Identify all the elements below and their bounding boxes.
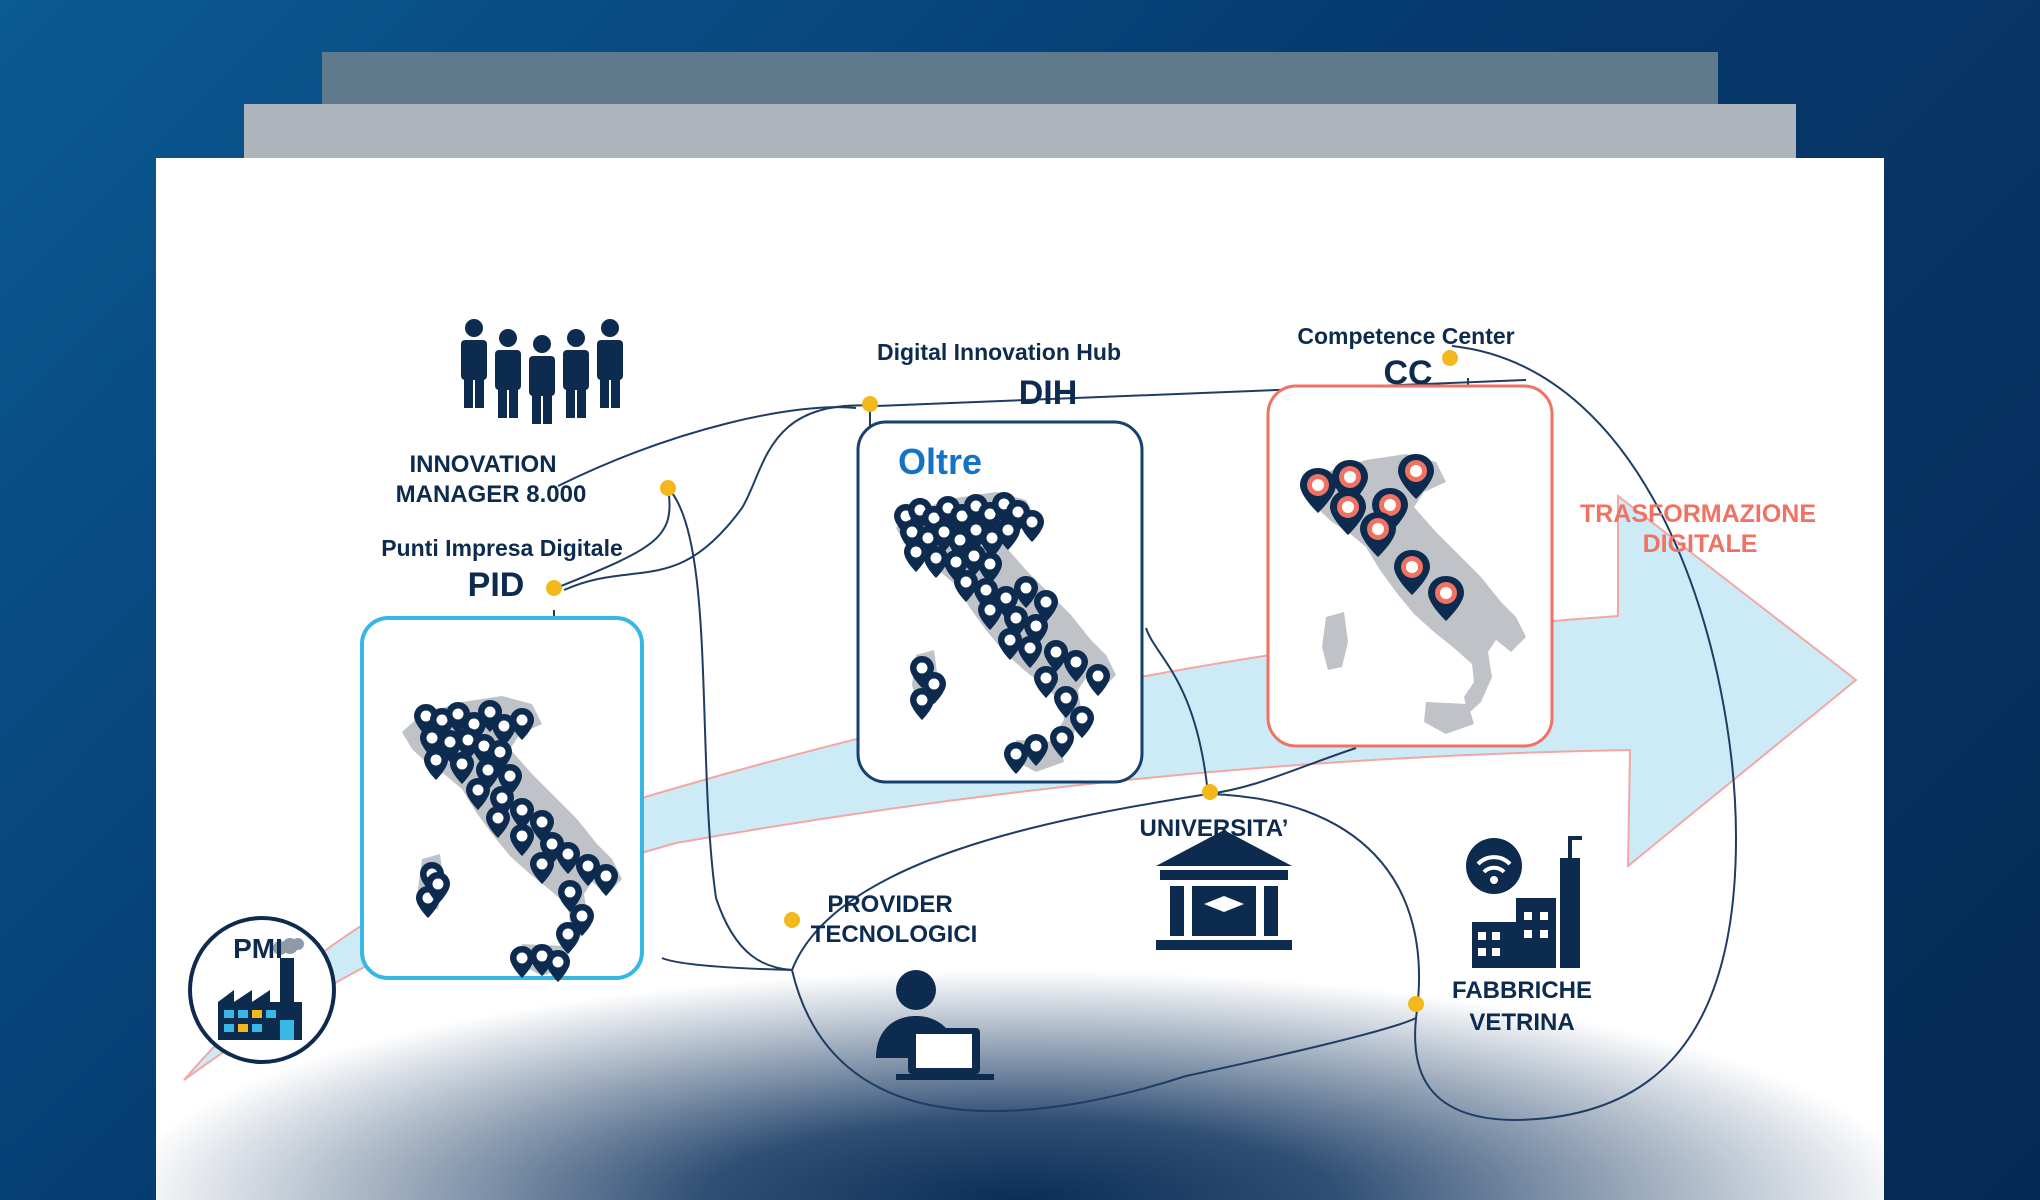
connection-dots [546,350,1458,1012]
ecosystem-diagram: PMI [183,319,1858,1122]
pid-abbr: PID [468,566,525,604]
connection-lines [553,345,1738,1122]
pmi-node: PMI [188,916,336,1064]
university-icon [1156,830,1292,950]
fabbriche-line2: VETRINA [1469,1009,1574,1036]
provider-line1: PROVIDER [827,891,952,918]
pmi-label: PMI [233,933,283,964]
dih-abbr: DIH [1019,374,1078,412]
cc-box [1266,384,1554,748]
fabbriche-line1: FABBRICHE [1452,977,1592,1004]
cc-abbr: CC [1383,354,1432,392]
smart-factory-icon [1466,836,1582,968]
innovation-manager-line2: MANAGER 8.000 [396,481,587,508]
people-group-icon [461,319,623,424]
factory-icon [218,938,304,1040]
trasformazione-line2: DIGITALE [1643,530,1758,558]
trasformazione-line1: TRASFORMAZIONE [1580,500,1816,528]
pid-subtitle: Punti Impresa Digitale [381,535,623,561]
provider-line2: TECNOLOGICI [811,921,978,948]
universita-label: UNIVERSITA’ [1140,815,1289,842]
dih-box [856,420,1144,784]
dih-oltre-tag: Oltre [898,441,982,482]
dih-subtitle: Digital Innovation Hub [877,339,1121,365]
cc-subtitle: Competence Center [1297,323,1514,349]
technician-laptop-icon [876,970,994,1080]
pid-box [360,616,644,982]
diagram-slide: PMI [156,158,1884,1200]
innovation-manager-line1: INNOVATION [409,451,556,478]
